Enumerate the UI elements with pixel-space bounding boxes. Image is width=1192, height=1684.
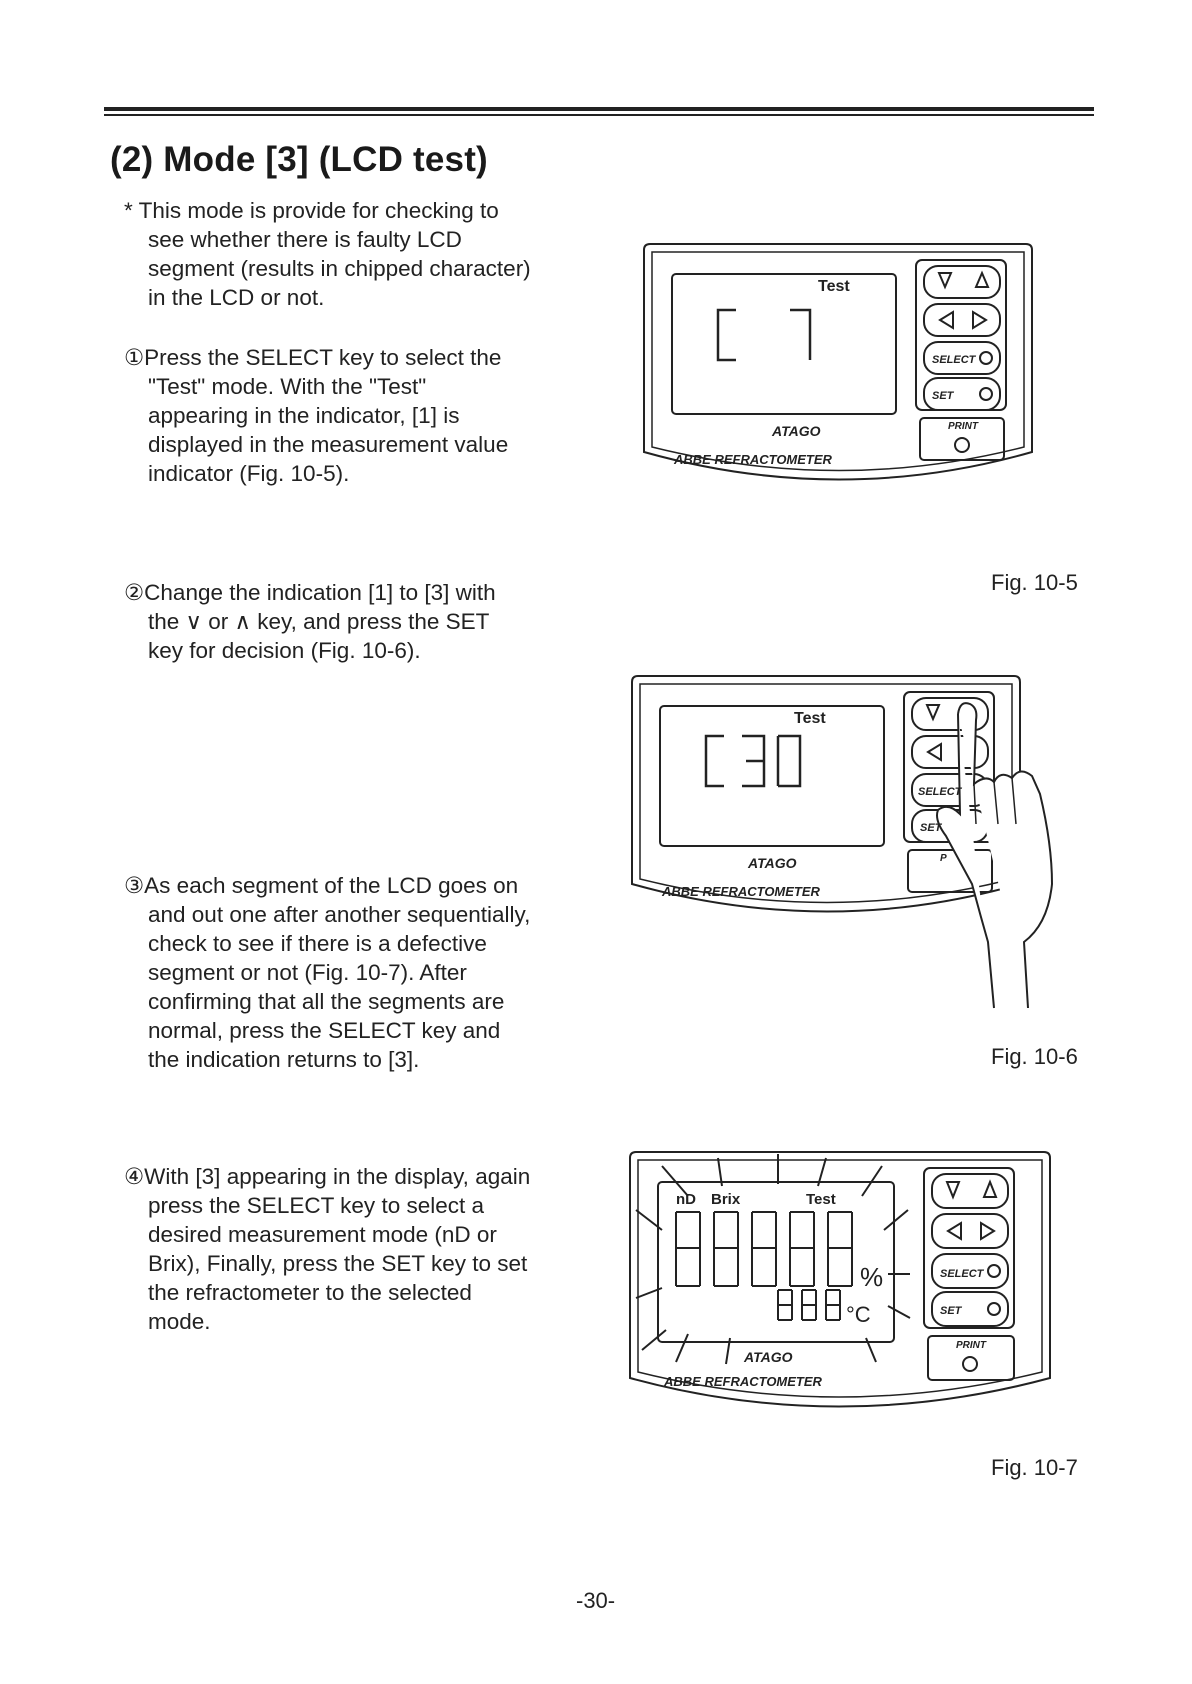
step-line: mode. [148, 1309, 211, 1334]
intro-paragraph: * This mode is provide for checking to s… [124, 196, 564, 312]
step-2-paragraph: ②Change the indication [1] to [3] with t… [124, 578, 564, 665]
section-title: (2) Mode [3] (LCD test) [110, 140, 488, 179]
step-line: appearing in the indicator, [1] is [148, 403, 460, 428]
figure-caption: Fig. 10-7 [991, 1455, 1078, 1480]
step-line: key for decision (Fig. 10-6). [148, 638, 421, 663]
brand-logo: ATAGO [747, 855, 797, 871]
step-line: and out one after another sequentially, [148, 902, 531, 927]
intro-line: segment (results in chipped character) [148, 256, 531, 281]
step-line: displayed in the measurement value [148, 432, 509, 457]
intro-line: * This mode is provide for checking to [124, 198, 499, 223]
figure-10-7: nD Brix Test % °C SELECT SET PRINT ATAGO… [629, 1151, 1051, 1408]
select-key-label: SELECT [932, 354, 977, 366]
step-line: the refractometer to the selected [148, 1280, 472, 1305]
step-line: normal, press the SELECT key and [148, 1018, 501, 1043]
page-number: -30- [576, 1588, 616, 1613]
model-label: ABBE REFRACTOMETER [661, 884, 821, 899]
step-line: ②Change the indication [1] to [3] with [124, 580, 496, 605]
step-line: desired measurement mode (nD or [148, 1222, 497, 1247]
set-key-label: SET [920, 822, 943, 834]
step-line: ③As each segment of the LCD goes on [124, 873, 519, 898]
unit-celsius: °C [846, 1302, 871, 1327]
display-label-test: Test [818, 278, 850, 295]
step-line: indicator (Fig. 10-5). [148, 461, 350, 486]
step-line: segment or not (Fig. 10-7). After [148, 960, 467, 985]
step-line: check to see if there is a defective [148, 931, 487, 956]
print-key-label: PRINT [948, 421, 979, 432]
header-rule-thick [104, 107, 1094, 111]
step-1-paragraph: ①Press the SELECT key to select the "Tes… [124, 343, 564, 488]
brand-logo: ATAGO [743, 1349, 793, 1365]
step-line: the indication returns to [3]. [148, 1047, 420, 1072]
figure-caption: Fig. 10-6 [991, 1044, 1078, 1069]
unit-percent: % [860, 1262, 883, 1292]
intro-line: in the LCD or not. [148, 285, 325, 310]
set-key-label: SET [940, 1305, 963, 1317]
step-line: ④With [3] appearing in the display, agai… [124, 1164, 531, 1189]
step-line: press the SELECT key to select a [148, 1193, 484, 1218]
step-3-paragraph: ③As each segment of the LCD goes on and … [124, 871, 594, 1074]
set-key-label: SET [932, 390, 955, 402]
step-line: confirming that all the segments are [148, 989, 505, 1014]
figure-caption: Fig. 10-5 [991, 570, 1078, 595]
label-brix: Brix [711, 1191, 741, 1208]
select-key-label: SELECT [918, 786, 963, 798]
step-4-paragraph: ④With [3] appearing in the display, agai… [124, 1162, 594, 1336]
step-line: the ∨ or ∧ key, and press the SET [148, 609, 490, 634]
display-label-test: Test [806, 1191, 836, 1208]
model-label: ABBE REFRACTOMETER [663, 1374, 823, 1389]
print-key-label: PRINT [956, 1340, 987, 1351]
brand-logo: ATAGO [771, 423, 821, 439]
label-nd: nD [676, 1191, 696, 1208]
figure-10-6: Test SELECT SET P ATAGO ABBE REFRACTOMET… [631, 675, 1054, 1009]
model-label: ABBE REFRACTOMETER [673, 452, 833, 467]
step-line: Brix), Finally, press the SET key to set [148, 1251, 528, 1276]
display-label-test: Test [794, 710, 826, 727]
figure-10-5: Test SELECT SET PRINT ATAGO ABBE REFRACT… [643, 243, 1033, 481]
step-line: ①Press the SELECT key to select the [124, 345, 502, 370]
print-key-label: P [940, 853, 947, 864]
header-rule-thin [104, 114, 1094, 116]
select-key-label: SELECT [940, 1268, 985, 1280]
step-line: "Test" mode. With the "Test" [148, 374, 427, 399]
intro-line: see whether there is faulty LCD [148, 227, 462, 252]
